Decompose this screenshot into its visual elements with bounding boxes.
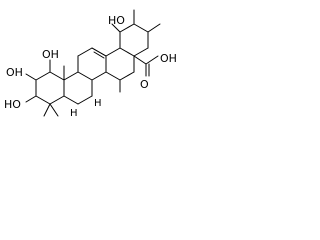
ring-e <box>119 23 149 57</box>
h-left-label: H <box>70 108 78 119</box>
cooh-o-label: O <box>140 78 149 91</box>
ring-c <box>77 47 107 81</box>
substituents <box>25 9 161 117</box>
ho-label-3: HO <box>4 98 21 111</box>
ring-a <box>35 71 65 105</box>
oh-label-1: OH <box>42 48 59 61</box>
ring-d <box>105 47 135 81</box>
oh-top-label: HO <box>108 14 125 27</box>
oh-label-2: OH <box>6 66 23 79</box>
h-mid-label: H <box>94 98 102 109</box>
molecule-diagram: HO OH O OH OH HO H H <box>0 0 202 136</box>
cooh-oh-label: OH <box>160 52 177 65</box>
molecule-structure: HO OH O OH OH HO H H <box>4 9 177 119</box>
ring-b <box>63 71 93 105</box>
